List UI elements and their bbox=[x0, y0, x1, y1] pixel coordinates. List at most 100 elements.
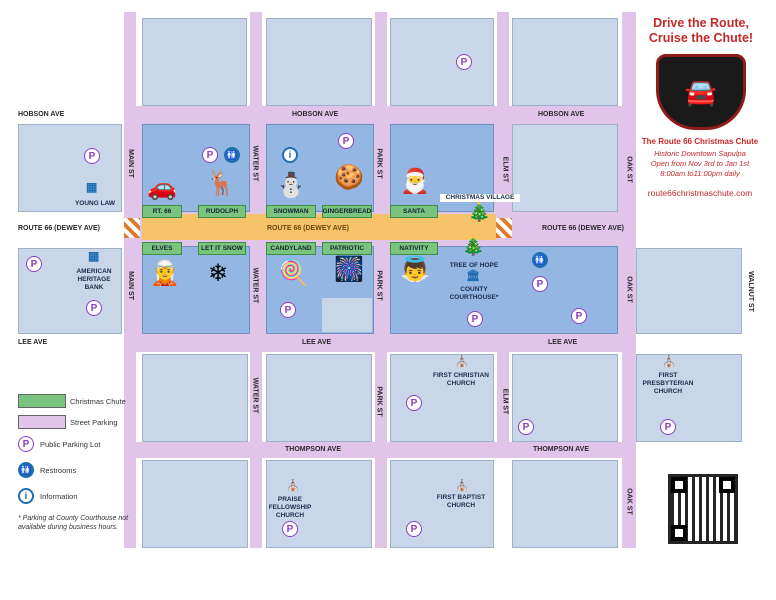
legend-label: Public Parking Lot bbox=[40, 440, 101, 449]
snowflake-icon: ❄ bbox=[208, 260, 229, 287]
parking-icon[interactable]: P bbox=[467, 311, 483, 327]
street-parking-area bbox=[375, 12, 387, 106]
info-line: Open from Nov 3rd to Jan 1st bbox=[650, 159, 750, 168]
street-label: THOMPSON AVE bbox=[285, 446, 342, 453]
place-label: COUNTY COURTHOUSE* bbox=[449, 286, 499, 301]
parking-icon[interactable]: P bbox=[518, 419, 534, 435]
place-label: FIRST CHRISTIAN CHURCH bbox=[433, 372, 489, 387]
legend-note: * Parking at County Courthouse not avail… bbox=[18, 515, 129, 531]
city-block bbox=[390, 18, 494, 106]
street-label: WALNUT ST bbox=[746, 271, 754, 312]
place-label: PRAISE FELLOWSHIP CHURCH bbox=[268, 496, 312, 519]
chute-label: SNOWMAN bbox=[266, 205, 316, 218]
street-label: PARK ST bbox=[375, 270, 383, 301]
street-parking-area bbox=[497, 352, 509, 452]
street-label: MAIN ST bbox=[126, 271, 134, 300]
reindeer-icon: 🦌 bbox=[206, 170, 236, 197]
city-block bbox=[266, 354, 372, 442]
street-label: OAK ST bbox=[625, 156, 633, 183]
website-link[interactable]: route66christmaschute.com bbox=[647, 188, 753, 198]
candy-cane-icon: 🍭 bbox=[278, 260, 308, 287]
elf-icon: 🧝 bbox=[150, 260, 180, 287]
fireworks-icon: 🎆 bbox=[334, 256, 364, 283]
street-parking-area bbox=[136, 442, 636, 458]
parking-icon[interactable]: P bbox=[571, 308, 587, 324]
city-block bbox=[266, 18, 372, 106]
chute-label: RT. 66 bbox=[142, 205, 182, 218]
parking-icon[interactable]: P bbox=[338, 133, 354, 149]
street-label: ROUTE 66 (DEWEY AVE) bbox=[18, 225, 100, 232]
route-66-road bbox=[142, 214, 496, 240]
qr-finder bbox=[719, 477, 735, 493]
street-label: PARK ST bbox=[375, 148, 383, 179]
street-label: OAK ST bbox=[625, 276, 633, 303]
chute-label: SANTA bbox=[390, 205, 438, 218]
city-block bbox=[512, 18, 618, 106]
city-block bbox=[390, 354, 494, 442]
city-block bbox=[636, 248, 742, 334]
chute-label: PATRIOTIC bbox=[322, 242, 372, 255]
qr-finder bbox=[671, 525, 687, 541]
street-label: HOBSON AVE bbox=[18, 111, 65, 118]
church-icon: ⛪ bbox=[286, 480, 300, 492]
place-label: CHRISTMAS VILLAGE bbox=[440, 194, 520, 202]
city-block bbox=[512, 460, 618, 548]
city-block bbox=[142, 354, 248, 442]
road-barricade bbox=[496, 218, 512, 238]
street-parking-area bbox=[497, 12, 509, 106]
street-label: WATER ST bbox=[251, 377, 259, 414]
info-icon[interactable]: i bbox=[282, 147, 298, 163]
parking-icon[interactable]: P bbox=[84, 148, 100, 164]
restroom-icon[interactable]: 🚻 bbox=[224, 147, 240, 163]
building-icon: ▦ bbox=[88, 249, 100, 263]
city-block bbox=[512, 354, 618, 442]
parking-icon[interactable]: P bbox=[406, 521, 422, 537]
legend-label: Street Parking bbox=[70, 418, 118, 427]
city-block bbox=[142, 18, 247, 106]
street-label: WATER ST bbox=[251, 267, 259, 304]
parking-icon[interactable]: P bbox=[26, 256, 42, 272]
parking-icon[interactable]: P bbox=[202, 147, 218, 163]
subtitle: The Route 66 Christmas Chute bbox=[641, 137, 759, 146]
church-icon: ⛪ bbox=[455, 356, 469, 368]
street-label: OAK ST bbox=[625, 488, 633, 515]
chute-label: LET IT SNOW bbox=[198, 242, 246, 255]
info-line: Historic Downtown Sapulpa bbox=[654, 149, 746, 158]
street-label: ELM ST bbox=[501, 156, 509, 183]
city-block bbox=[142, 460, 248, 548]
legend-label: Christmas Chute bbox=[70, 397, 126, 406]
info-line: 8:00am to11:00pm daily bbox=[660, 169, 740, 178]
chute-block bbox=[142, 246, 250, 334]
place-label: AMERICAN HERITAGE BANK bbox=[76, 268, 112, 291]
chute-block bbox=[142, 124, 250, 212]
parking-icon[interactable]: P bbox=[660, 419, 676, 435]
street-parking-area bbox=[124, 352, 136, 548]
street-parking-area bbox=[124, 12, 136, 106]
parking-icon[interactable]: P bbox=[86, 300, 102, 316]
chute-block bbox=[266, 124, 374, 212]
parking-icon[interactable]: P bbox=[456, 54, 472, 70]
parking-icon[interactable]: P bbox=[280, 302, 296, 318]
street-label: PARK ST bbox=[375, 386, 383, 417]
legend-label: Information bbox=[40, 492, 78, 501]
restroom-icon: 🚻 bbox=[18, 462, 34, 478]
qr-finder bbox=[671, 477, 687, 493]
parking-icon[interactable]: P bbox=[532, 276, 548, 292]
building-icon: 🏛 bbox=[466, 270, 480, 282]
city-block bbox=[322, 298, 372, 332]
legend-parking-swatch bbox=[18, 415, 66, 429]
restroom-icon[interactable]: 🚻 bbox=[532, 252, 548, 268]
parking-icon[interactable]: P bbox=[282, 521, 298, 537]
street-label: MAIN ST bbox=[126, 149, 134, 178]
street-label: WATER ST bbox=[251, 145, 259, 182]
info-icon: i bbox=[18, 488, 34, 504]
route66-shield-logo: 🚘 bbox=[656, 54, 746, 130]
street-label: ROUTE 66 (DEWEY AVE) bbox=[267, 225, 349, 232]
page-title: Drive the Route, Cruise the Chute! bbox=[642, 16, 760, 46]
road-barricade bbox=[124, 218, 140, 238]
place-label: TREE OF HOPE bbox=[449, 262, 499, 269]
parking-icon[interactable]: P bbox=[406, 395, 422, 411]
place-label: YOUNG LAW bbox=[74, 200, 116, 207]
building-icon: ▦ bbox=[86, 180, 98, 194]
